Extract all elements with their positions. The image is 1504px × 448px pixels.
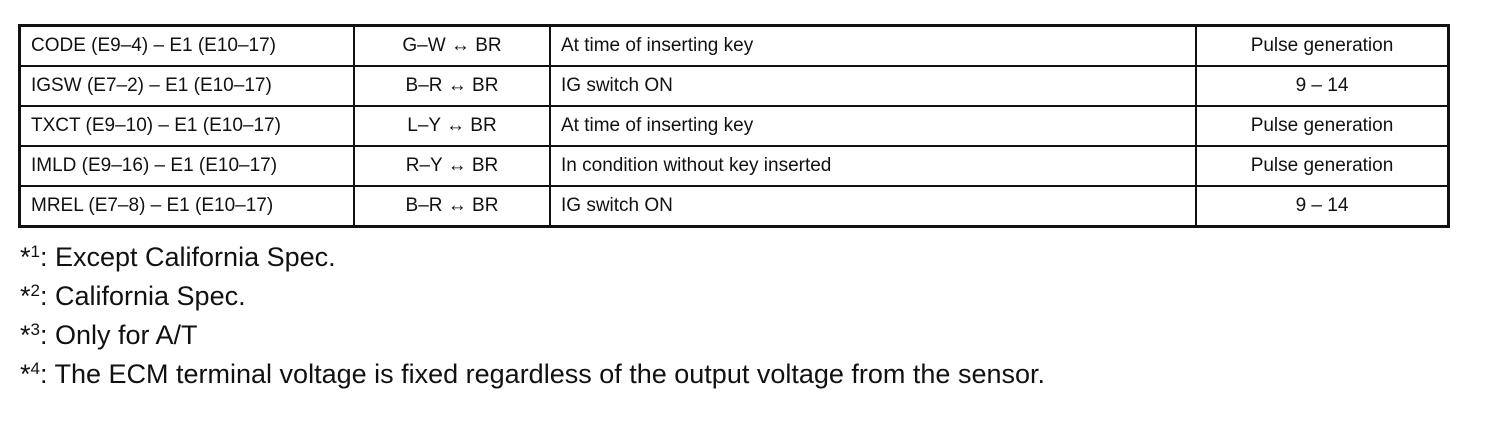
condition-cell: In condition without key inserted	[549, 145, 1197, 187]
footnote-number: 4	[30, 359, 40, 378]
footnote-text: : California Spec.	[39, 281, 246, 311]
footnote-marker: *	[20, 242, 31, 272]
terminal-cell: IMLD (E9–16) – E1 (E10–17)	[18, 145, 355, 187]
footnote-marker: *	[20, 320, 31, 350]
specified-condition-cell: 9 – 14	[1195, 185, 1450, 228]
footnote-text: : The ECM terminal voltage is fixed rega…	[39, 359, 1045, 389]
footnote-4: *4: The ECM terminal voltage is fixed re…	[20, 355, 1045, 394]
wiring-color-cell: B–R ↔ BR	[353, 185, 551, 228]
terminal-cell: CODE (E9–4) – E1 (E10–17)	[18, 24, 355, 67]
table-row: IGSW (E7–2) – E1 (E10–17) B–R ↔ BR IG sw…	[18, 65, 1450, 107]
footnote-2: *2: California Spec.	[20, 277, 1045, 316]
terminal-voltage-table: CODE (E9–4) – E1 (E10–17) G–W ↔ BR At ti…	[18, 24, 1450, 228]
table-row: TXCT (E9–10) – E1 (E10–17) L–Y ↔ BR At t…	[18, 105, 1450, 147]
table-row: MREL (E7–8) – E1 (E10–17) B–R ↔ BR IG sw…	[18, 185, 1450, 228]
wiring-color-cell: G–W ↔ BR	[353, 24, 551, 67]
specified-condition-cell: Pulse generation	[1195, 105, 1450, 147]
footnote-text: : Only for A/T	[39, 320, 198, 350]
table-row: IMLD (E9–16) – E1 (E10–17) R–Y ↔ BR In c…	[18, 145, 1450, 187]
table-row: CODE (E9–4) – E1 (E10–17) G–W ↔ BR At ti…	[18, 24, 1450, 67]
specified-condition-cell: Pulse generation	[1195, 145, 1450, 187]
footnote-marker: *	[20, 359, 31, 389]
footnote-3: *3: Only for A/T	[20, 316, 1045, 355]
wiring-color-cell: R–Y ↔ BR	[353, 145, 551, 187]
footnote-number: 3	[30, 320, 40, 339]
footnote-1: *1: Except California Spec.	[20, 238, 1045, 277]
wiring-color-cell: L–Y ↔ BR	[353, 105, 551, 147]
condition-cell: IG switch ON	[549, 65, 1197, 107]
terminal-cell: TXCT (E9–10) – E1 (E10–17)	[18, 105, 355, 147]
specified-condition-cell: Pulse generation	[1195, 24, 1450, 67]
footnote-text: : Except California Spec.	[39, 242, 336, 272]
footnote-marker: *	[20, 281, 31, 311]
condition-cell: At time of inserting key	[549, 24, 1197, 67]
specified-condition-cell: 9 – 14	[1195, 65, 1450, 107]
wiring-color-cell: B–R ↔ BR	[353, 65, 551, 107]
footnote-number: 2	[30, 281, 40, 300]
terminal-cell: IGSW (E7–2) – E1 (E10–17)	[18, 65, 355, 107]
terminal-cell: MREL (E7–8) – E1 (E10–17)	[18, 185, 355, 228]
footnotes: *1: Except California Spec. *2: Californ…	[20, 238, 1045, 394]
footnote-number: 1	[30, 242, 40, 261]
condition-cell: IG switch ON	[549, 185, 1197, 228]
condition-cell: At time of inserting key	[549, 105, 1197, 147]
